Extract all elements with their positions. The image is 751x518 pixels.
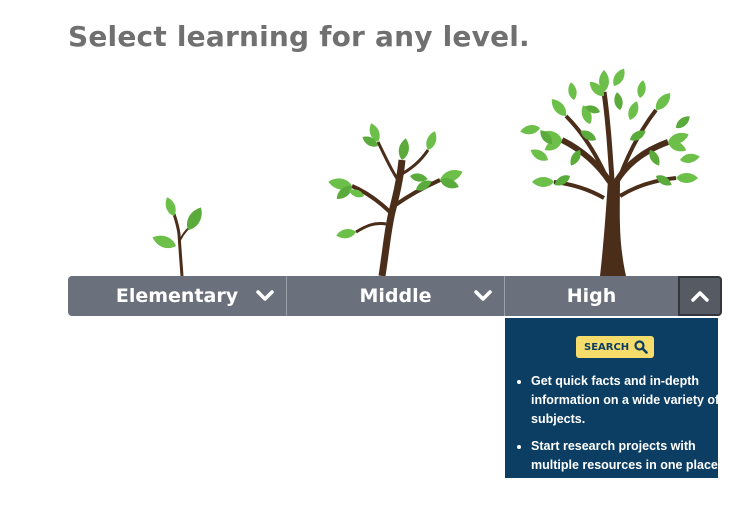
search-badge-label: SEARCH	[584, 341, 630, 353]
list-item: Start research projects with multiple re…	[531, 437, 718, 475]
mature-tree-illustration	[519, 66, 701, 276]
search-icon	[634, 340, 648, 354]
feature-list: Get quick facts and in-depth information…	[517, 372, 718, 478]
chevron-down-icon	[256, 290, 274, 301]
sapling-illustration	[150, 195, 207, 277]
level-label-elementary: Elementary	[115, 285, 239, 307]
level-tab-elementary[interactable]: Elementary	[68, 276, 286, 316]
level-tab-middle[interactable]: Middle	[286, 276, 504, 316]
chevron-up-icon	[691, 291, 709, 302]
collapse-high-button[interactable]	[678, 276, 722, 316]
level-selector-bar: Elementary Middle High	[68, 276, 678, 316]
level-label-high: High	[566, 285, 617, 307]
level-tab-high[interactable]: High	[504, 276, 678, 316]
high-dropdown-panel: SEARCH Get quick facts and in-depth info…	[505, 318, 718, 478]
chevron-down-icon	[474, 290, 492, 301]
level-label-middle: Middle	[359, 285, 432, 307]
list-item: Get quick facts and in-depth information…	[531, 372, 718, 429]
young-tree-illustration	[327, 121, 465, 277]
search-badge[interactable]: SEARCH	[576, 336, 655, 358]
page-headline: Select learning for any level.	[68, 20, 530, 53]
